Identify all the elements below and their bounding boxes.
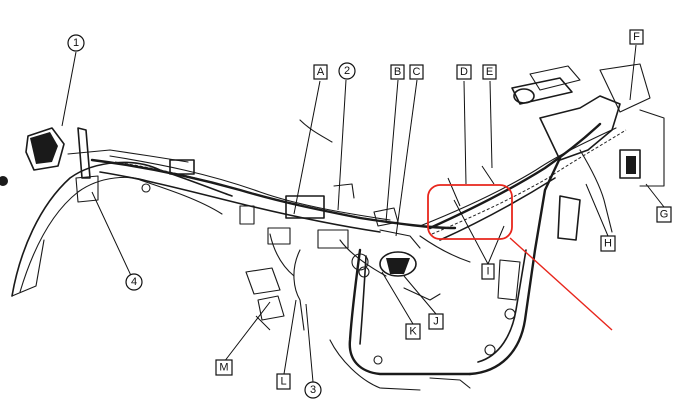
svg-text:E: E <box>486 66 493 78</box>
callout-1: 1 <box>67 34 85 52</box>
callout-K: K <box>405 323 421 340</box>
callout-A: A <box>313 64 328 80</box>
svg-text:B: B <box>394 66 401 78</box>
callout-I: I <box>481 263 495 280</box>
svg-text:2: 2 <box>344 65 350 77</box>
svg-text:J: J <box>433 316 439 328</box>
svg-text:C: C <box>413 66 421 78</box>
callout-2: 2 <box>338 62 356 80</box>
callout-G: G <box>656 206 672 223</box>
callout-J: J <box>428 313 444 330</box>
callout-F: F <box>629 29 644 45</box>
highlight-arrow <box>509 237 613 331</box>
callout-D: D <box>456 64 472 80</box>
svg-text:M: M <box>219 362 228 374</box>
svg-text:L: L <box>280 376 286 388</box>
highlight-box <box>427 184 513 240</box>
svg-text:K: K <box>409 326 417 338</box>
callout-B: B <box>390 64 405 80</box>
svg-text:F: F <box>633 31 640 43</box>
callout-H: H <box>600 235 616 252</box>
frame-line-art <box>0 63 665 391</box>
svg-text:A: A <box>317 66 325 78</box>
svg-text:G: G <box>660 209 669 221</box>
svg-text:1: 1 <box>73 37 79 49</box>
leader-lines <box>61 44 665 383</box>
svg-text:H: H <box>604 238 612 250</box>
svg-text:I: I <box>486 266 489 278</box>
callout-E: E <box>482 64 497 80</box>
callout-3: 3 <box>304 381 322 399</box>
svg-text:D: D <box>460 66 468 78</box>
highlight-annotation <box>427 184 613 331</box>
callout-C: C <box>409 64 424 80</box>
callout-4: 4 <box>125 273 143 291</box>
callout-L: L <box>276 373 291 390</box>
svg-text:4: 4 <box>131 276 137 288</box>
callout-M: M <box>215 359 233 376</box>
svg-text:3: 3 <box>310 384 316 396</box>
